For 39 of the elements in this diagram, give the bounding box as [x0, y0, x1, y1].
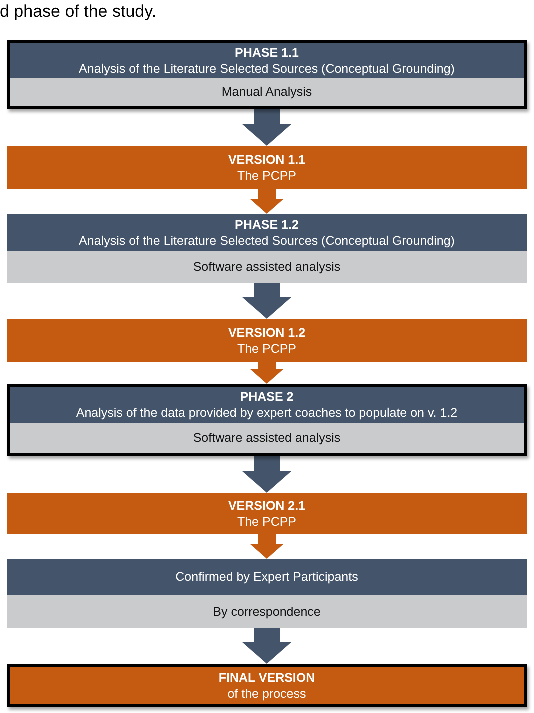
body-text: d phase of the study.: [0, 2, 157, 22]
box-text: By correspondence: [213, 604, 321, 620]
box-heading: FINAL VERSION: [218, 670, 316, 686]
arrow: [242, 456, 292, 493]
box-text: Software assisted analysis: [193, 259, 341, 275]
box-text: Analysis of the Literature Selected Sources (Conceptual Grounding): [79, 232, 455, 248]
box-text: Software assisted analysis: [193, 430, 341, 446]
arrow: [242, 283, 292, 319]
box-heading: VERSION 2.1: [228, 498, 306, 514]
arrow: [250, 534, 284, 559]
method-box: [7, 423, 527, 456]
version-box: [7, 319, 527, 362]
box-text: The PCPP: [237, 340, 297, 356]
version-box: [7, 664, 527, 707]
method-box: [7, 78, 527, 109]
box-text: Analysis of the Literature Selected Sources (Conceptual Grounding): [79, 60, 455, 76]
phase-box: [7, 40, 527, 78]
box-heading: VERSION 1.2: [228, 324, 306, 340]
box-heading: VERSION 1.1: [228, 152, 306, 168]
box-heading: PHASE 1.2: [235, 216, 299, 232]
phase-box: [7, 384, 527, 423]
arrow: [242, 628, 292, 664]
version-box: [7, 146, 527, 189]
box-text: Manual Analysis: [222, 84, 312, 100]
phase-box: [7, 559, 527, 595]
box-text: Analysis of the data provided by expert coaches to populate on v. 1.2: [76, 405, 458, 421]
box-text: Confirmed by Expert Participants: [176, 569, 358, 585]
arrow: [250, 189, 284, 214]
arrow: [250, 362, 284, 384]
box-heading: PHASE 2: [240, 389, 294, 405]
method-box: [7, 251, 527, 283]
version-box: [7, 493, 527, 534]
phase-box: [7, 214, 527, 251]
method-box: [7, 595, 527, 628]
box-heading: PHASE 1.1: [235, 44, 299, 60]
arrow: [242, 109, 292, 146]
box-text: of the process: [228, 686, 306, 702]
box-text: The PCPP: [237, 168, 297, 184]
box-text: The PCPP: [237, 514, 297, 530]
